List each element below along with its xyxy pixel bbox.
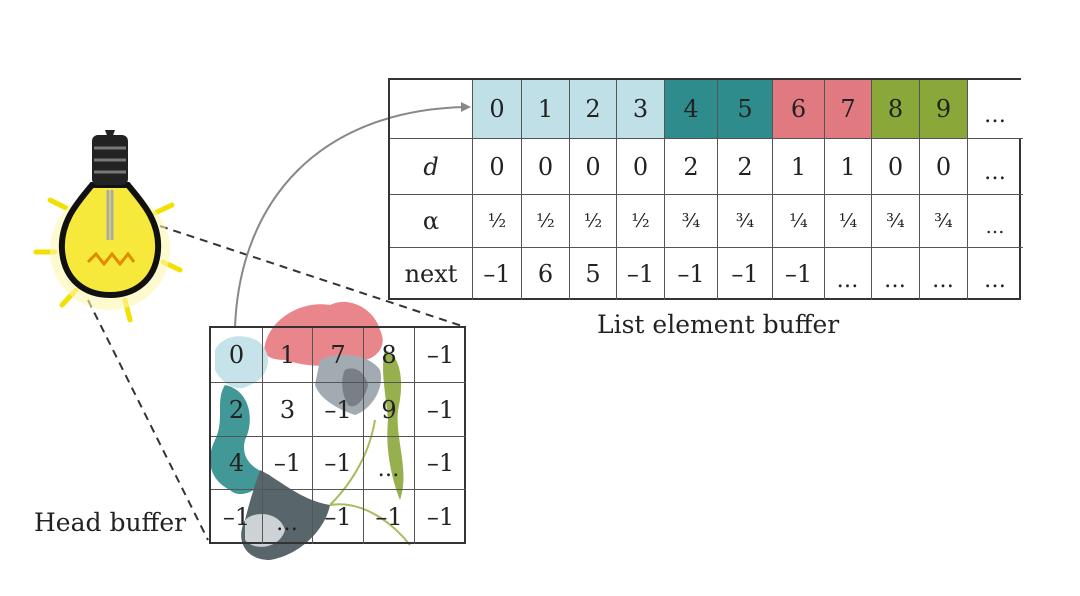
alpha-cell: ½ [570,195,617,248]
index-cell: 3 [617,80,665,139]
row-label: α [390,195,473,248]
index-cell: 4 [665,80,718,139]
head-cell: –1 [313,490,364,544]
d-cell: … [968,139,1023,195]
head-cell: … [263,490,313,544]
d-cell: 0 [522,139,570,195]
head-cell: –1 [415,437,466,490]
head-cell: –1 [263,437,313,490]
alpha-cell: ¼ [825,195,872,248]
alpha-cell: ¾ [872,195,920,248]
row-label [390,80,473,139]
alpha-cell: … [968,195,1023,248]
index-cell: 5 [718,80,773,139]
head-cell: 3 [263,383,313,437]
next-cell: –1 [617,248,665,300]
row-label: next [390,248,473,300]
index-cell: 1 [522,80,570,139]
d-cell: 2 [665,139,718,195]
d-cell: 0 [617,139,665,195]
next-cell: –1 [773,248,825,300]
next-cell: –1 [473,248,522,300]
next-cell: –1 [665,248,718,300]
d-cell: 0 [920,139,968,195]
head-cell: 1 [263,328,313,383]
d-cell: 1 [773,139,825,195]
head-cell: 4 [211,437,263,490]
head-cell: … [364,437,415,490]
row-label: d [390,139,473,195]
dashed-connector-top [159,225,466,328]
alpha-cell: ¼ [773,195,825,248]
index-cell: … [968,80,1023,139]
alpha-cell: ½ [473,195,522,248]
head-cell: –1 [211,490,263,544]
alpha-cell: ½ [617,195,665,248]
next-cell: … [825,248,872,300]
head-cell: –1 [313,437,364,490]
head-cell: 2 [211,383,263,437]
next-cell: –1 [718,248,773,300]
head-cell: 7 [313,328,364,383]
head-cell: –1 [364,490,415,544]
d-cell: 2 [718,139,773,195]
list-buffer-caption: List element buffer [597,310,840,339]
pointer-arrow [234,106,467,328]
head-cell: –1 [415,328,466,383]
head-buffer-caption: Head buffer [34,508,187,537]
index-cell: 0 [473,80,522,139]
alpha-cell: ½ [522,195,570,248]
light-bulb-icon [33,130,183,323]
index-cell: 7 [825,80,872,139]
arrow-head [461,102,471,112]
head-cell: –1 [313,383,364,437]
next-cell: 5 [570,248,617,300]
dashed-connector-bottom [87,299,209,541]
alpha-cell: ¾ [665,195,718,248]
next-cell: 6 [522,248,570,300]
head-cell: 8 [364,328,415,383]
d-cell: 0 [872,139,920,195]
index-cell: 8 [872,80,920,139]
d-cell: 0 [570,139,617,195]
next-cell: … [920,248,968,300]
head-cell: –1 [426,503,455,531]
alpha-cell: ¾ [718,195,773,248]
d-cell: 1 [825,139,872,195]
alpha-cell: ¾ [920,195,968,248]
head-cell: 9 [364,383,415,437]
d-cell: 0 [473,139,522,195]
head-cell: –1 [415,383,466,437]
head-cell: 0 [211,328,263,383]
paint-splash [210,301,411,560]
next-cell: … [984,267,1007,293]
index-cell: 6 [773,80,825,139]
next-cell: … [872,248,920,300]
index-cell: 9 [920,80,968,139]
index-cell: 2 [570,80,617,139]
